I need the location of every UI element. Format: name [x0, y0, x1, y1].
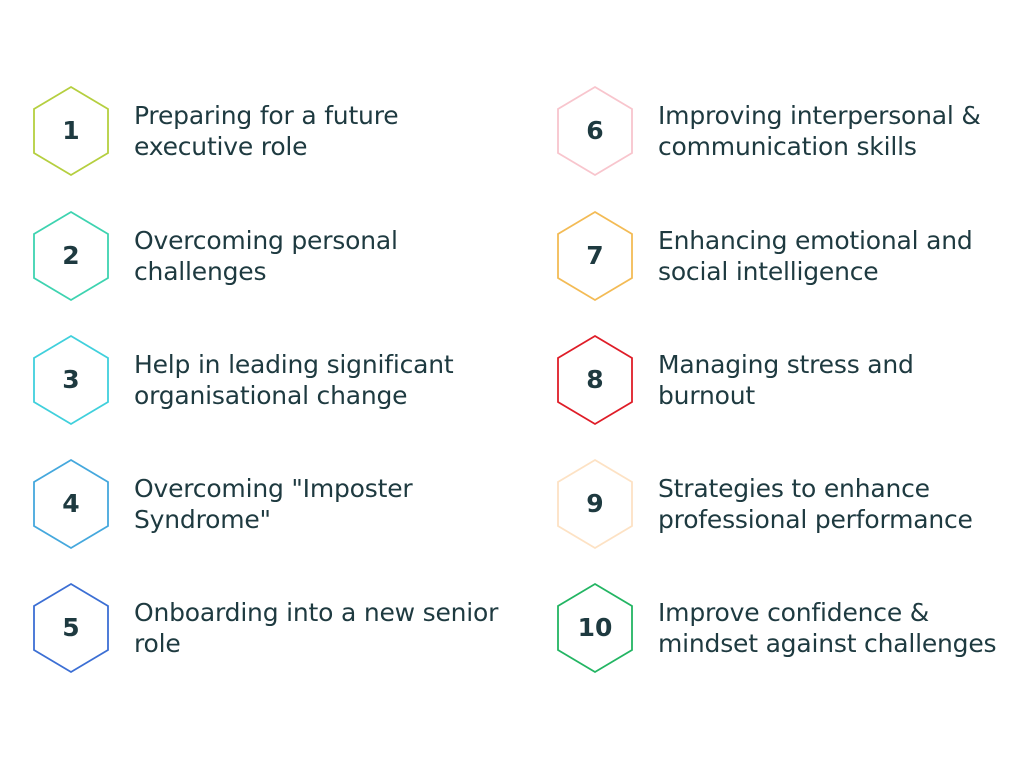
- hexagon-badge: 2: [30, 210, 112, 302]
- hexagon-icon: [557, 582, 633, 674]
- item-label: Overcoming personal challenges: [134, 226, 398, 286]
- item-label: Improving interpersonal & communication …: [658, 101, 981, 161]
- hexagon-icon: [557, 334, 633, 426]
- list-item: 2 Overcoming personal challenges: [30, 210, 500, 302]
- item-number: 9: [586, 489, 604, 518]
- hexagon-badge: 7: [554, 210, 636, 302]
- hexagon-badge: 5: [30, 582, 112, 674]
- item-number: 1: [62, 116, 80, 145]
- hexagon-badge: 4: [30, 458, 112, 550]
- list-item: 10 Improve confidence & mindset against …: [554, 582, 1024, 674]
- list-item: 3 Help in leading significant organisati…: [30, 334, 500, 426]
- item-number: 4: [62, 489, 80, 518]
- list-item: 7 Enhancing emotional and social intelli…: [554, 210, 1024, 302]
- item-label: Help in leading significant organisation…: [134, 350, 454, 410]
- hexagon-icon: [557, 210, 633, 302]
- item-number: 7: [586, 241, 604, 270]
- hexagon-badge: 8: [554, 334, 636, 426]
- list-item: 8 Managing stress and burnout: [554, 334, 1024, 426]
- hexagon-icon: [33, 334, 109, 426]
- hexagon-icon: [33, 582, 109, 674]
- item-label: Improve confidence & mindset against cha…: [658, 598, 997, 658]
- item-number: 5: [62, 613, 80, 642]
- hexagon-icon: [33, 85, 109, 177]
- item-number: 8: [586, 365, 604, 394]
- item-label: Overcoming "Imposter Syndrome": [134, 474, 413, 534]
- item-label: Strategies to enhance professional perfo…: [658, 474, 973, 534]
- hexagon-icon: [557, 458, 633, 550]
- hexagon-badge: 6: [554, 85, 636, 177]
- item-number: 10: [577, 613, 613, 642]
- hexagon-badge: 9: [554, 458, 636, 550]
- hexagon-icon: [33, 210, 109, 302]
- hexagon-icon: [557, 85, 633, 177]
- item-number: 3: [62, 365, 80, 394]
- hexagon-icon: [33, 458, 109, 550]
- list-item: 6 Improving interpersonal & communicatio…: [554, 85, 1024, 177]
- list-item: 5 Onboarding into a new senior role: [30, 582, 500, 674]
- hexagon-badge: 3: [30, 334, 112, 426]
- hexagon-badge: 1: [30, 85, 112, 177]
- item-label: Enhancing emotional and social intellige…: [658, 226, 973, 286]
- item-label: Onboarding into a new senior role: [134, 598, 499, 658]
- item-number: 6: [586, 116, 604, 145]
- list-item: 9 Strategies to enhance professional per…: [554, 458, 1024, 550]
- list-item: 1 Preparing for a future executive role: [30, 85, 500, 177]
- item-number: 2: [62, 241, 80, 270]
- item-label: Preparing for a future executive role: [134, 101, 399, 161]
- list-item: 4 Overcoming "Imposter Syndrome": [30, 458, 500, 550]
- item-label: Managing stress and burnout: [658, 350, 914, 410]
- hexagon-badge: 10: [554, 582, 636, 674]
